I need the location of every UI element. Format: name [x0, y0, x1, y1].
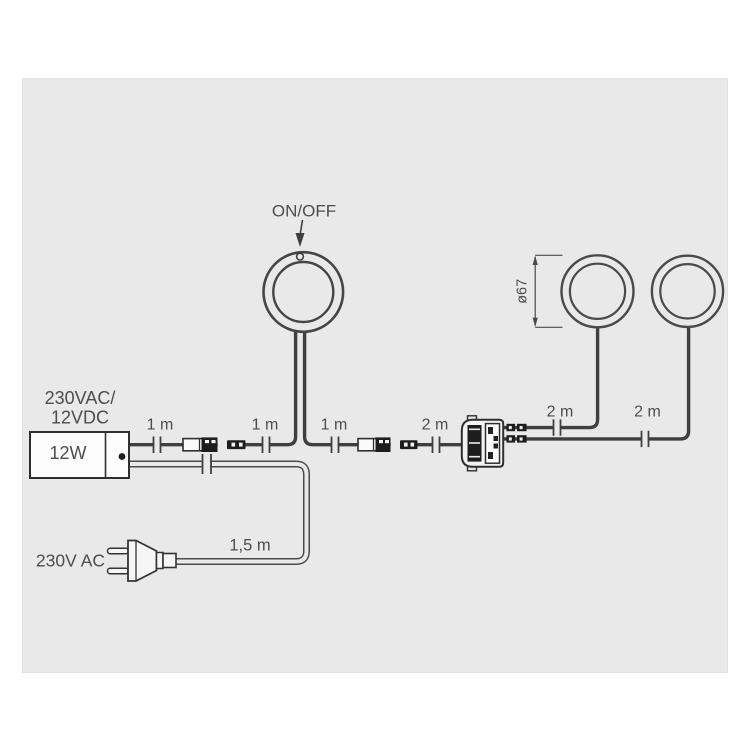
plug-pin: [106, 547, 130, 555]
wire-distributor-to-puck2: [503, 297, 691, 441]
on-off-label: ON/OFF: [272, 202, 336, 221]
break-symbol: [552, 419, 562, 436]
cable-length-label: 1 m: [252, 417, 279, 434]
output-connector: [506, 423, 527, 432]
wire-distributor-to-puck1: [503, 297, 600, 430]
psu-voltage-label-line1: 230VAC/: [45, 388, 116, 408]
cable-length-label: 1 m: [321, 417, 348, 434]
break-symbol: [201, 454, 212, 474]
break-symbol: [261, 436, 271, 453]
cable-connector-pair: [182, 437, 246, 452]
plug-cable-grommet: [162, 552, 177, 569]
switch-puck-light: [262, 250, 345, 334]
male-connector-tip: [201, 437, 218, 452]
psu-power-label: 12W: [49, 443, 86, 463]
plug-body: [127, 539, 158, 582]
cable-length-label: 2 m: [422, 417, 449, 434]
plug-voltage-label: 230V AC: [36, 551, 105, 571]
output-connector: [506, 435, 527, 443]
puck-light: [560, 254, 635, 329]
low-voltage-wires: [129, 297, 691, 447]
on-off-arrow: [295, 219, 305, 247]
mains-cable-core: [129, 462, 309, 564]
mains-length-label: 1,5 m: [229, 537, 270, 555]
break-symbol: [640, 430, 650, 448]
psu-indicator-dot: [118, 453, 126, 460]
cable-connector-pair: [357, 437, 418, 452]
distributor-block: [460, 415, 505, 472]
puck-diameter-label: ø67: [515, 279, 531, 304]
power-supply-unit: [29, 431, 130, 479]
touch-sensor-dot: [295, 252, 305, 261]
male-connector-body: [182, 437, 205, 452]
male-connector-tip: [375, 437, 391, 452]
mains-cable-outline: [129, 460, 310, 565]
cable-length-label: 2 m: [634, 404, 661, 421]
male-connector-body: [357, 437, 379, 452]
wire-psu-to-switch: [129, 298, 298, 447]
wire-switch-to-distributor: [302, 298, 462, 447]
mains-cable: [129, 460, 310, 565]
cable-length-label: 2 m: [547, 404, 574, 421]
female-connector: [227, 440, 246, 450]
psu-voltage-label-line2: 12VDC: [51, 408, 109, 428]
plug-pin: [106, 567, 130, 575]
break-symbol: [330, 436, 340, 453]
diagram-canvas: ON/OFF 230VAC/ 12VDC 12W 1 m 1 m 1 m 2 m…: [29, 202, 725, 582]
break-symbol: [152, 436, 162, 453]
diagram-panel: ON/OFF 230VAC/ 12VDC 12W 1 m 1 m 1 m 2 m…: [22, 78, 728, 673]
female-connector: [400, 440, 418, 450]
mains-plug: [106, 539, 177, 582]
cable-length-label: 1 m: [147, 417, 174, 434]
break-symbol: [431, 436, 441, 453]
cable-break-symbols: [152, 419, 650, 474]
diameter-dimension: [532, 254, 563, 328]
psu-housing: [29, 431, 130, 479]
puck-light: [650, 254, 725, 329]
